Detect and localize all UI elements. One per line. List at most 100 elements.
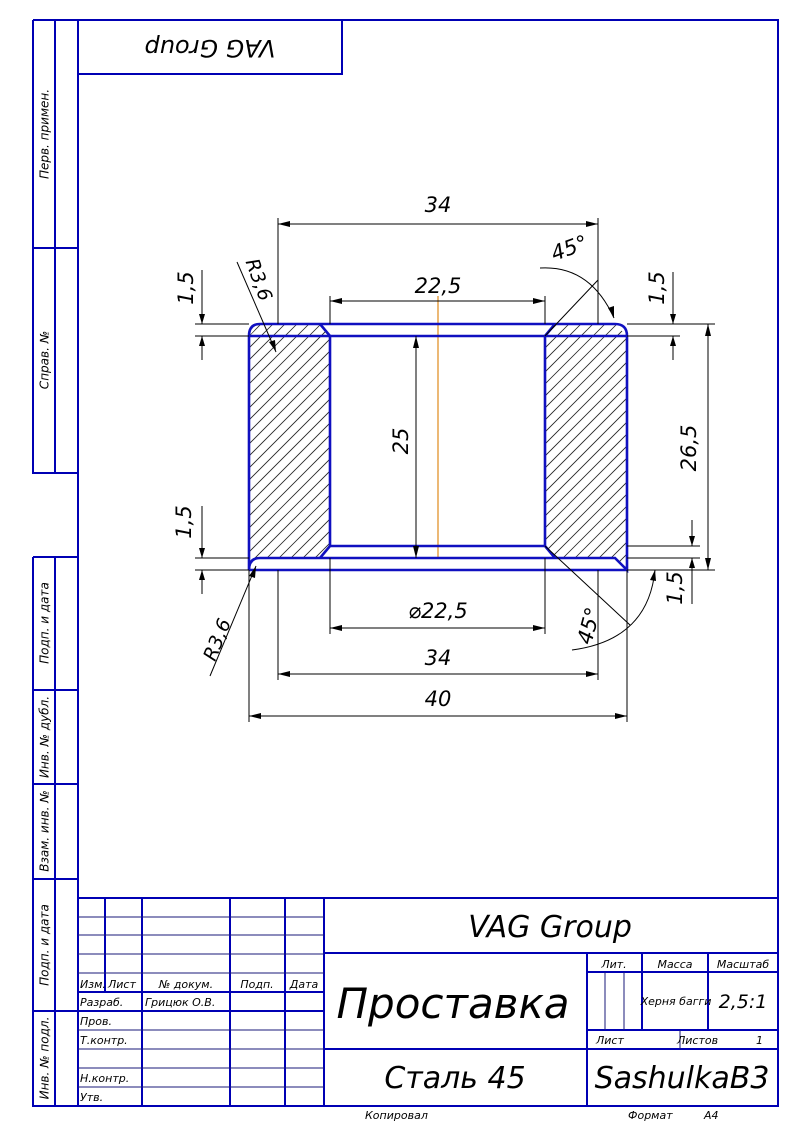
dim-right-26-5-lines [627, 324, 715, 571]
hatch-line [249, 324, 310, 570]
hatch-line [545, 324, 627, 570]
dim-top-34-lines [277, 218, 599, 324]
hatch-line [610, 324, 627, 570]
hatch-line [249, 324, 330, 570]
hatch-line [545, 324, 627, 570]
corner-stamp-box [77, 19, 343, 75]
tb-header-podp: Подп. [240, 978, 273, 991]
hatch-line [249, 324, 330, 570]
angle-bot-arc [544, 545, 656, 651]
hatch-line [249, 324, 330, 570]
hatch-line [545, 324, 627, 570]
hatch-line [545, 324, 570, 570]
corner-stamp-text: VAG Group [144, 34, 275, 62]
chamfer-tl-lines [195, 270, 249, 360]
hatch-line [562, 324, 627, 570]
hatch-line [278, 324, 330, 570]
tb-massa: Масса [657, 958, 692, 971]
side-label-sprav-no: Справ. № [38, 331, 52, 389]
tb-header-data: Дата [289, 978, 319, 991]
hatch-line [249, 324, 330, 570]
hatch-line [254, 324, 330, 570]
footer-format-value: A4 [703, 1109, 719, 1122]
angle-top-arc [539, 267, 615, 337]
tb-list-label: Лист [595, 1034, 624, 1047]
hatch-line [249, 324, 330, 570]
dim-bot-40: 40 [425, 687, 452, 711]
side-label-vzam-inv: Взам. инв. № [38, 790, 52, 871]
dim-right-26-5: 26,5 [677, 425, 701, 472]
chamfer-tr-arrows [670, 314, 676, 346]
title-block-frame [78, 897, 778, 1106]
hatch-line [249, 324, 298, 570]
outer-frame [77, 19, 779, 1107]
hatch-line [545, 324, 594, 570]
angle-bot: 45° [573, 605, 606, 647]
hatch-line [249, 324, 274, 570]
angle-top: 45° [548, 230, 591, 265]
chamfer-bl: 1,5 [172, 505, 196, 538]
tb-header-doc-no: № докум. [158, 978, 213, 991]
hatch-line [622, 324, 627, 570]
hatch-line [545, 324, 627, 570]
hatch-line [249, 324, 330, 570]
dim-bot-34: 34 [425, 646, 452, 670]
r-bot-leader [209, 565, 257, 677]
r-top-leader [236, 261, 277, 353]
left-strip-upper [32, 19, 78, 474]
r-bot: R3,6 [199, 616, 236, 665]
hatch-line [545, 324, 627, 570]
tb-row-razrab: Разраб. [80, 996, 123, 1009]
dim-top-22-5: 22,5 [415, 274, 462, 298]
tb-massa-value: Херня багги [640, 995, 712, 1008]
hatch-line [249, 324, 330, 570]
hatch-line [545, 324, 627, 570]
chamfer-tr: 1,5 [645, 271, 669, 304]
tb-part-name: Проставка [336, 979, 569, 1028]
tb-row-nkontr: Н.контр. [80, 1072, 129, 1085]
side-label-podp-data-2: Подп. и дата [38, 904, 52, 986]
hatch-line [574, 324, 627, 570]
dim-dia-lines [329, 558, 546, 634]
chamfer-br-arrows [689, 536, 695, 568]
tb-header-list: Лист [107, 978, 136, 991]
angle-bot-arrow [650, 570, 656, 581]
tb-listov-label: Листов [676, 1034, 718, 1047]
side-label-inv-podl: Инв. № подл. [38, 1017, 52, 1100]
hatch-line [545, 324, 558, 570]
tb-row-utv: Утв. [80, 1091, 103, 1104]
hatch-line [249, 324, 330, 570]
hatch-line [545, 324, 618, 570]
hatch-line [545, 324, 627, 570]
footer-kopiroval: Копировал [365, 1109, 428, 1122]
hatch-line [545, 324, 627, 570]
chamfer-br-lines [627, 520, 700, 604]
left-strip-lower [32, 556, 78, 1107]
title-block-thin-lines [78, 916, 681, 1088]
chamfer-br: 1,5 [663, 571, 687, 604]
tb-listov-value: 1 [756, 1034, 763, 1047]
dim-top-34: 34 [425, 193, 452, 217]
hatch-line [249, 324, 330, 570]
tb-material: Сталь 45 [384, 1061, 525, 1096]
hatch-line [249, 324, 262, 570]
dim-dia: ⌀22,5 [408, 599, 467, 623]
tb-lit: Лит. [600, 958, 626, 971]
outer-contour [247, 322, 629, 574]
r-top-arrow [269, 340, 276, 352]
tb-header-izm: Изм. [80, 978, 106, 991]
dim-top-22-5-lines [329, 296, 546, 324]
outer-edge-lines [249, 334, 627, 572]
hatch-line [249, 324, 322, 570]
chamfer-bl-lines [195, 506, 249, 594]
chamfer-bl-arrows [199, 548, 205, 580]
hatch-left [249, 324, 330, 570]
side-label-perv-primen: Перв. примен. [38, 89, 52, 179]
hatch-line [266, 324, 330, 570]
hatch-line [249, 324, 330, 570]
tb-masshtab-value: 2,5:1 [719, 991, 768, 1013]
tb-row-razrab-name: Грицюк О.В. [145, 996, 215, 1009]
chamfer-tr-lines [627, 272, 715, 360]
hatch-line [326, 324, 330, 570]
